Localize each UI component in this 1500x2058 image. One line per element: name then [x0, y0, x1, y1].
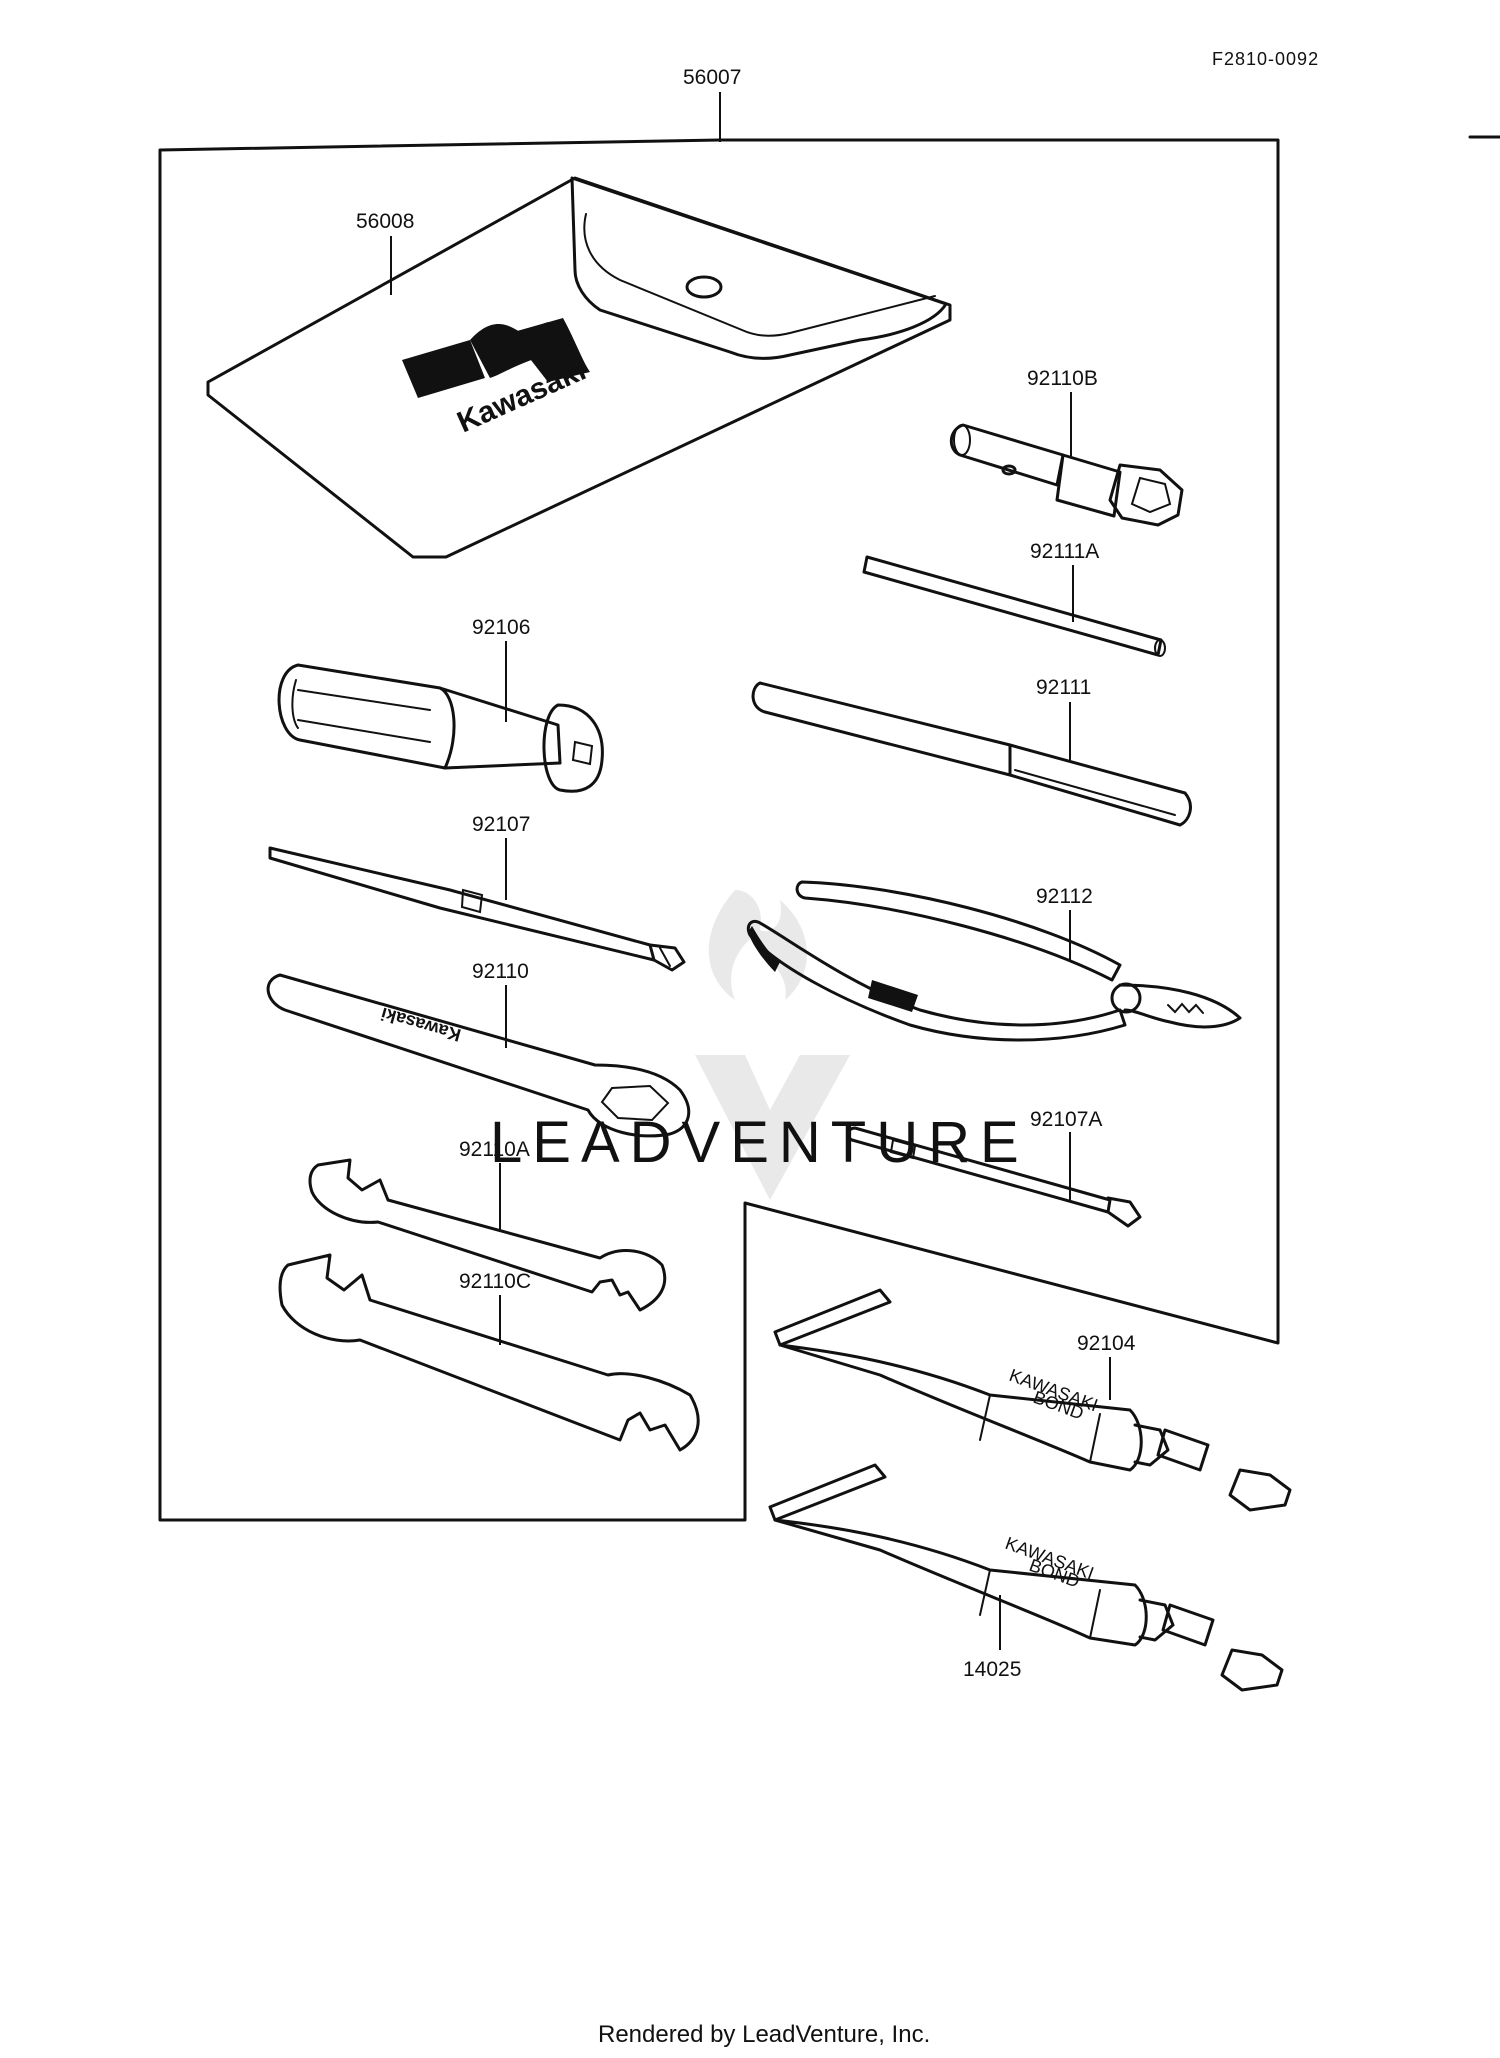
screwdriver-bit-icon-2 [846, 1126, 1142, 1228]
screwdriver-handle-icon [277, 663, 604, 793]
part-label-92111: 92111 [1036, 676, 1091, 699]
part-label-92110A: 92110A [459, 1138, 530, 1161]
svg-text:Kawasaki: Kawasaki [379, 1004, 463, 1046]
watermark-text: LEADVENTURE [490, 1110, 1029, 1175]
screwdriver-bit-icon [268, 846, 686, 972]
tommy-bar-icon [862, 555, 1166, 657]
part-label-92107: 92107 [472, 813, 530, 836]
bond-tube-icon-2: KAWASAKI BOND [768, 1463, 1284, 1692]
figure-reference: F2810-0092 [1212, 49, 1319, 69]
part-label-56007: 56007 [683, 66, 741, 89]
tool-pouch-icon: Kawasaki [206, 176, 952, 559]
footer-credit: Rendered by LeadVenture, Inc. [598, 2021, 930, 2048]
part-label-92112: 92112 [1036, 885, 1093, 908]
part-label-56008: 56008 [356, 210, 414, 233]
leadventure-logo-watermark: LEADVENTURE [490, 890, 1029, 1200]
part-label-92111A: 92111A [1030, 540, 1099, 563]
part-label-92107A: 92107A [1030, 1108, 1102, 1131]
bond-tube-icon: KAWASAKI BOND [773, 1288, 1292, 1512]
extension-bar-icon [751, 681, 1192, 827]
pliers-icon [746, 880, 1242, 1042]
part-label-92104: 92104 [1077, 1332, 1136, 1355]
part-label-92110C: 92110C [459, 1270, 531, 1293]
open-end-wrench-icon-2 [278, 1253, 700, 1452]
part-label-92110B: 92110B [1027, 367, 1098, 390]
part-label-14025: 14025 [963, 1658, 1021, 1681]
part-label-92110: 92110 [472, 960, 529, 983]
spark-plug-wrench-icon [949, 423, 1184, 527]
part-label-92106: 92106 [472, 616, 530, 639]
open-end-wrench-icon [308, 1158, 667, 1312]
tool-kit-outline [158, 138, 1280, 1522]
